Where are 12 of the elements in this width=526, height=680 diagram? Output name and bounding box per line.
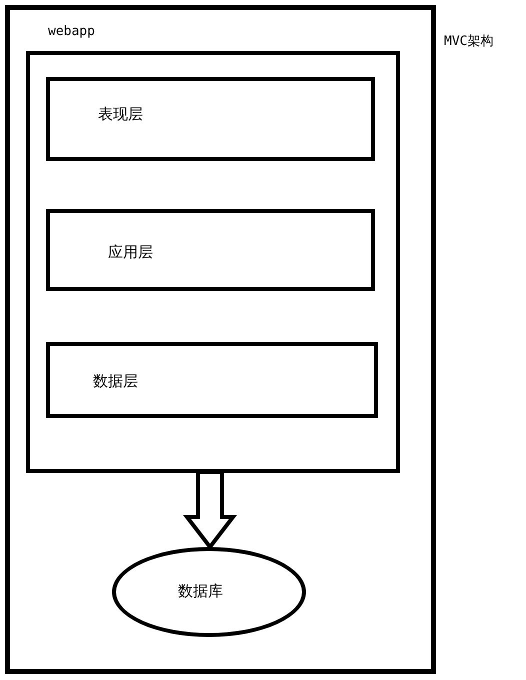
diagram-title: MVC架构 xyxy=(444,33,494,50)
layer-label: 数据层 xyxy=(93,372,138,391)
block-arrow xyxy=(182,470,238,550)
container-box xyxy=(5,5,436,674)
layer-label: 表现层 xyxy=(98,105,143,124)
layer-box xyxy=(46,342,378,418)
layer-box xyxy=(46,209,375,291)
layer-label: 应用层 xyxy=(108,243,153,262)
layer-label: 数据库 xyxy=(178,582,223,601)
container-label: webapp xyxy=(48,24,95,39)
layer-box xyxy=(46,77,375,161)
inner-box xyxy=(26,51,400,473)
